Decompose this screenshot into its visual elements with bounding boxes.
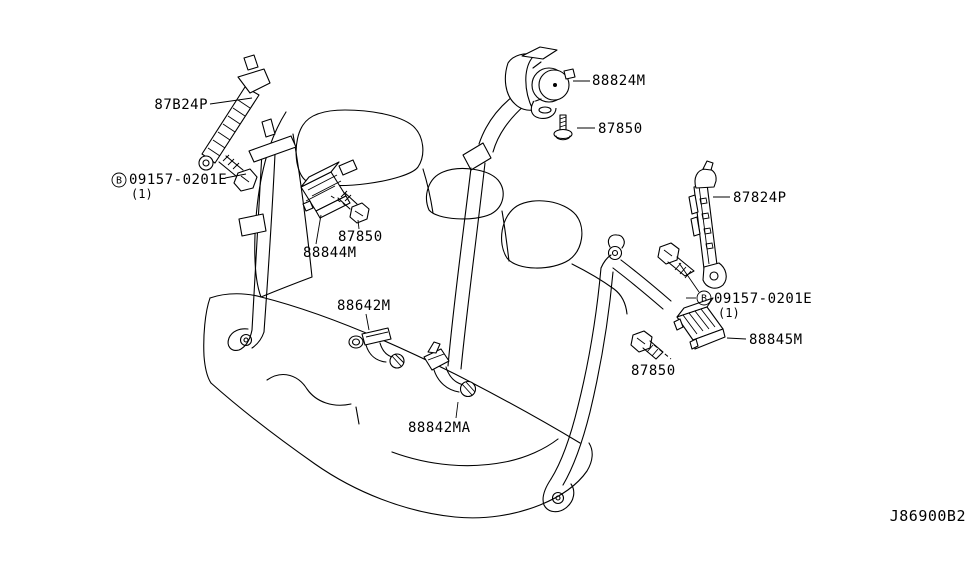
label-87824p: 87824P — [733, 190, 787, 206]
bolt-09157-left — [218, 154, 258, 192]
seat-belt-center — [447, 96, 526, 370]
label-87b24p: 87B24P — [154, 97, 208, 113]
part-88845m-buckle — [673, 297, 726, 350]
label-09157-right: 09157-0201E — [714, 291, 812, 307]
part-88642m-buckle — [348, 327, 405, 369]
diagram-code: J86900B2 — [890, 507, 966, 525]
label-09157-right-qty: (1) — [718, 306, 740, 320]
circled-b-icon — [111, 172, 127, 188]
seat-belt-right — [542, 234, 672, 513]
circled-b-left-char: B — [116, 176, 122, 187]
label-09157-left-qty: (1) — [131, 187, 153, 201]
part-87824p-bracket — [688, 160, 727, 289]
bolt-87850-right — [630, 330, 672, 360]
circled-b-icon — [696, 290, 712, 306]
circled-b-right-char: B — [701, 294, 707, 305]
callout-labels: 87B24P B 09157-0201E (1) 87850 88844M 88… — [111, 73, 966, 525]
part-88842ma-buckle — [423, 341, 477, 398]
label-88842ma: 88842MA — [408, 420, 471, 436]
part-87b24p-anchor — [198, 54, 271, 171]
seat-belt-left — [227, 118, 297, 351]
label-87850-left: 87850 — [338, 229, 383, 245]
label-88845m: 88845M — [749, 332, 803, 348]
part-88824m-retractor — [504, 46, 576, 119]
bolt-87850-top — [553, 114, 573, 141]
label-88642m: 88642M — [337, 298, 391, 314]
seat-outline — [203, 109, 628, 519]
bolt-87850-left — [330, 190, 370, 224]
label-88844m: 88844M — [303, 245, 357, 261]
label-87850-bottom: 87850 — [631, 363, 676, 379]
label-88824m: 88824M — [592, 73, 646, 89]
leader-lines — [209, 80, 747, 419]
part-88844m-adjuster — [300, 159, 358, 219]
label-87850-top: 87850 — [598, 121, 643, 137]
label-09157-left: 09157-0201E — [129, 172, 227, 188]
bolt-09157-right — [657, 242, 695, 279]
